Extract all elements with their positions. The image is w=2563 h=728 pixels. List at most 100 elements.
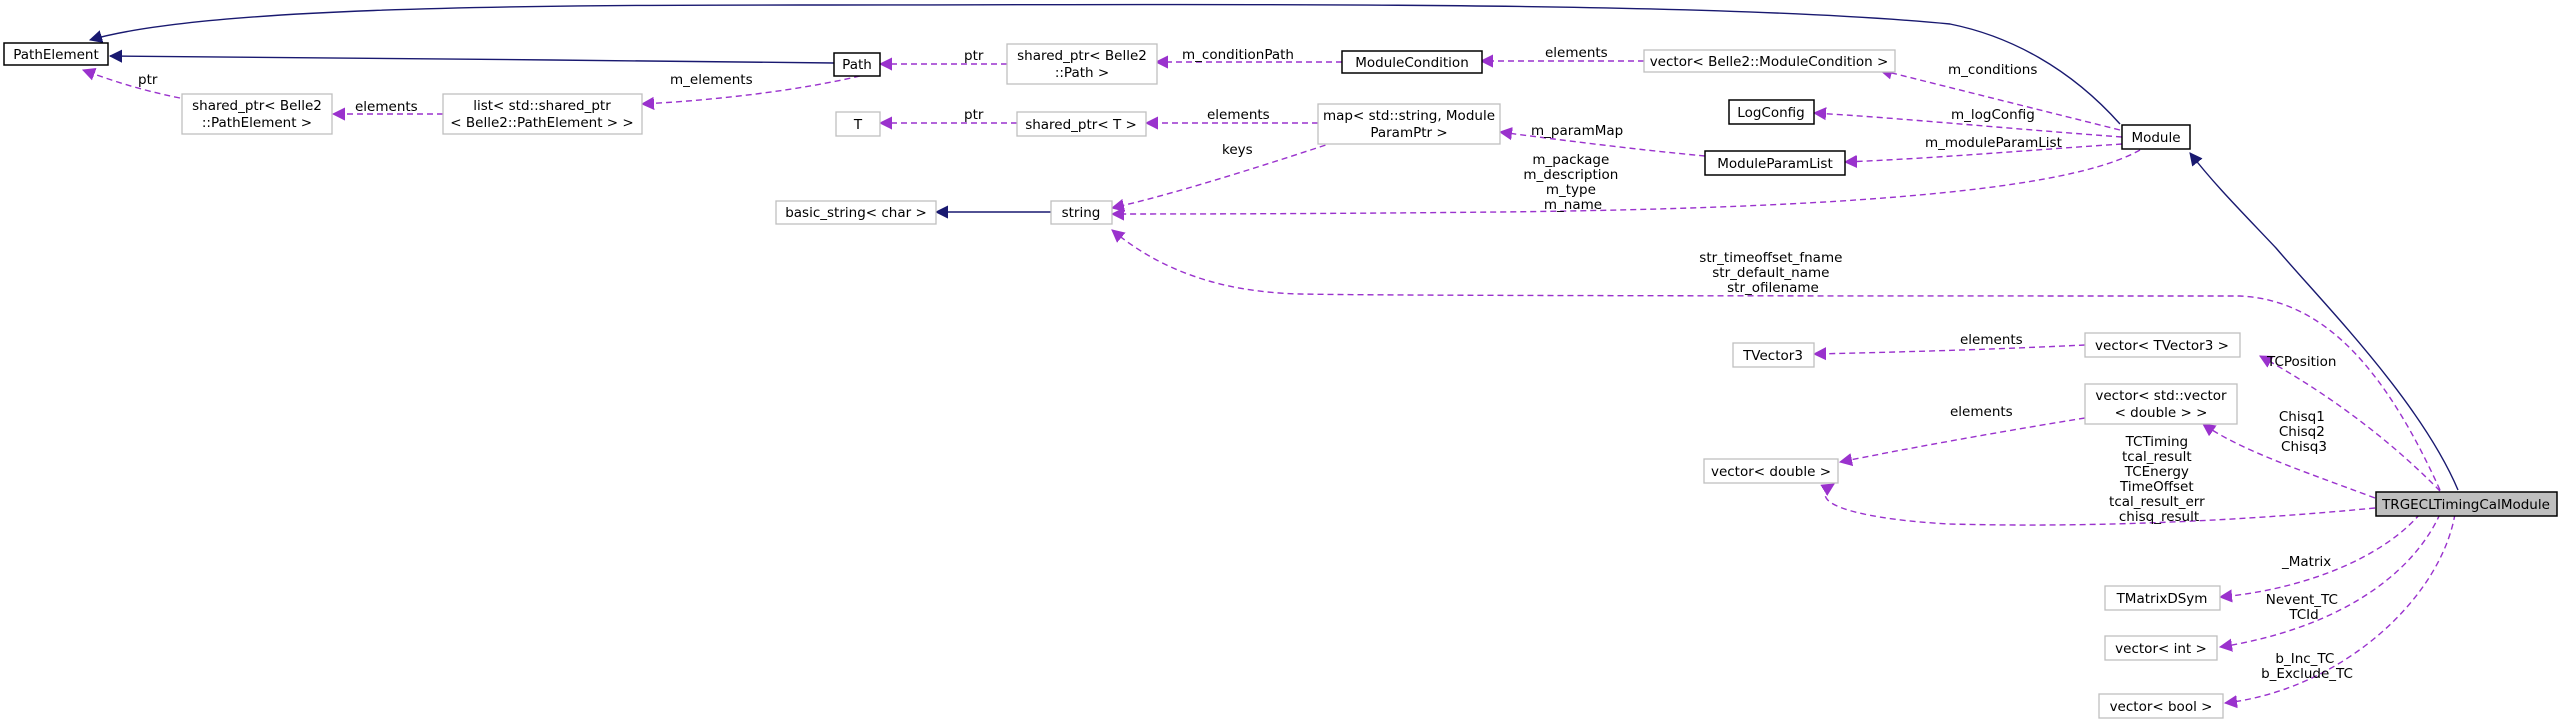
svg-text:Module: Module [2131,130,2180,146]
svg-text:ModuleParamList: ModuleParamList [1717,156,1832,172]
node-vector-double[interactable]: vector< double > [1703,458,1839,484]
label-timeoffset: TimeOffset [2119,479,2194,495]
svg-text:map< std::string, Module: map< std::string, Module [1323,108,1495,124]
label-tcal-result: tcal_result [2122,449,2192,465]
label-keys: keys [1222,142,1253,158]
edge-moduleparamlist-m-parammap [1500,132,1706,157]
edge-path-to-pathelement [110,56,835,64]
label-elements-map: elements [1207,107,1270,123]
node-list-pathelement[interactable]: list< std::shared_ptr < Belle2::PathElem… [442,93,643,135]
label-module-strings: m_package m_description m_type m_name [1523,152,1622,213]
edge-trgecl-doubles [1825,483,2376,526]
svg-text:ModuleCondition: ModuleCondition [1355,55,1469,71]
node-pathelement[interactable]: PathElement [3,42,109,66]
label-m-type: m_type [1546,182,1596,198]
edge-module-m-moduleparamlist [1845,143,2123,162]
label-tcenergy: TCEnergy [2124,464,2189,480]
node-moduleparamlist[interactable]: ModuleParamList [1704,150,1846,176]
label-tcal-result-err: tcal_result_err [2109,494,2205,510]
label-str-timeoffset-fname: str_timeoffset_fname [1699,250,1842,266]
edge-trgecl-chisq [2203,424,2376,499]
edge-trgecl-bools [2225,513,2456,703]
edge-trgecl-tcposition [2260,355,2441,492]
label-chisq2: Chisq2 [2279,424,2325,440]
svg-text:< Belle2::PathElement > >: < Belle2::PathElement > > [450,115,633,131]
edge-shared-pathelement-ptr [83,70,181,99]
edge-path-m-elements [642,75,861,104]
label-m-moduleparamlist: m_moduleParamList [1925,135,2062,151]
label-m-name: m_name [1544,197,1602,213]
label-str-ofilename: str_ofilename [1727,280,1819,296]
node-vector-modulecondition[interactable]: vector< Belle2::ModuleCondition > [1643,49,1896,73]
label-ptr-t: ptr [964,107,984,123]
node-shared-ptr-path[interactable]: shared_ptr< Belle2 ::Path > [1006,43,1158,85]
node-vector-tvector3[interactable]: vector< TVector3 > [2084,332,2241,358]
node-string[interactable]: string [1050,200,1113,225]
node-logconfig[interactable]: LogConfig [1728,99,1815,125]
label-m-elements: m_elements [670,72,753,88]
svg-text:< double > >: < double > > [2115,405,2208,421]
label-bools: b_Inc_TC b_Exclude_TC [2261,651,2353,682]
label-chisq1: Chisq1 [2279,409,2325,425]
svg-text:vector< double >: vector< double > [1711,464,1831,480]
edge-labels: ptr elements m_elements ptr m_conditionP… [138,45,2353,682]
edge-trgecl-strings [1112,230,2441,491]
label-elements-list: elements [355,99,418,115]
label-m-logconfig: m_logConfig [1951,107,2035,123]
node-vector-bool[interactable]: vector< bool > [2098,693,2224,719]
edge-module-to-pathelement [90,3,2121,125]
node-shared-ptr-t[interactable]: shared_ptr< T > [1016,111,1147,137]
edge-trgecl-matrix [2220,513,2421,597]
label-chisq3: Chisq3 [2281,439,2327,455]
node-trgecltimingcalmodule[interactable]: TRGECLTimingCalModule [2375,491,2558,517]
edge-trgecl-to-module [2190,153,2459,491]
node-tvector3[interactable]: TVector3 [1732,342,1815,368]
edge-vvd-elements [1840,417,2086,462]
edge-module-m-logconfig [1814,113,2123,138]
edges [83,3,2459,703]
node-module[interactable]: Module [2121,124,2191,150]
svg-text:shared_ptr< Belle2: shared_ptr< Belle2 [192,98,322,114]
svg-text:shared_ptr< Belle2: shared_ptr< Belle2 [1017,48,1147,64]
node-tmatrixdsym[interactable]: TMatrixDSym [2104,585,2221,611]
node-shared-ptr-pathelement[interactable]: shared_ptr< Belle2 ::PathElement > [181,93,333,135]
node-modulecondition[interactable]: ModuleCondition [1341,50,1483,74]
node-map-param[interactable]: map< std::string, Module ParamPtr > [1317,103,1501,145]
label-m-description: m_description [1523,167,1618,183]
node-t[interactable]: T [835,111,881,137]
svg-text:TRGECLTimingCalModule: TRGECLTimingCalModule [2381,497,2550,513]
label-elements-vvd: elements [1950,404,2013,420]
svg-text:vector< TVector3 >: vector< TVector3 > [2095,338,2229,354]
label-trg-strings: str_timeoffset_fname str_default_name st… [1699,250,1846,296]
label-chisq-result: chisq_result [2119,509,2199,525]
label-elements-conditions: elements [1545,45,1608,61]
edge-trgecl-ints [2220,513,2441,647]
label-tctiming: TCTiming [2125,434,2189,450]
svg-text:vector< std::vector: vector< std::vector [2095,388,2227,404]
node-vector-int[interactable]: vector< int > [2104,635,2218,661]
label-ptr-path: ptr [964,48,984,64]
svg-text:vector< int >: vector< int > [2115,641,2207,657]
node-basic-string[interactable]: basic_string< char > [775,200,937,225]
label-str-default-name: str_default_name [1712,265,1829,281]
svg-text:::Path >: ::Path > [1055,65,1109,81]
svg-text:list< std::shared_ptr: list< std::shared_ptr [473,98,611,114]
edge-module-m-conditions [1880,70,2121,131]
node-vector-vector-double[interactable]: vector< std::vector < double > > [2084,383,2238,425]
nodes: PathElement Path shared_ptr< Belle2 ::Pa… [3,42,2558,719]
edge-map-keys [1112,141,1336,208]
svg-text:vector< bool >: vector< bool > [2110,699,2213,715]
svg-text:vector< Belle2::ModuleConditio: vector< Belle2::ModuleCondition > [1650,54,1889,70]
svg-text:Path: Path [842,57,872,73]
label-matrix: _Matrix [2281,554,2331,570]
edge-module-strings [1112,149,2141,214]
label-doubles: TCTiming tcal_result TCEnergy TimeOffset… [2109,434,2209,525]
svg-text:TMatrixDSym: TMatrixDSym [2116,591,2208,607]
svg-text:LogConfig: LogConfig [1737,105,1804,121]
label-elements-tvector3: elements [1960,332,2023,348]
label-tcid: TCId [2288,607,2318,623]
node-path[interactable]: Path [833,52,881,77]
label-chisq: Chisq1 Chisq2 Chisq3 [2279,409,2329,455]
svg-text:ParamPtr >: ParamPtr > [1370,125,1447,141]
